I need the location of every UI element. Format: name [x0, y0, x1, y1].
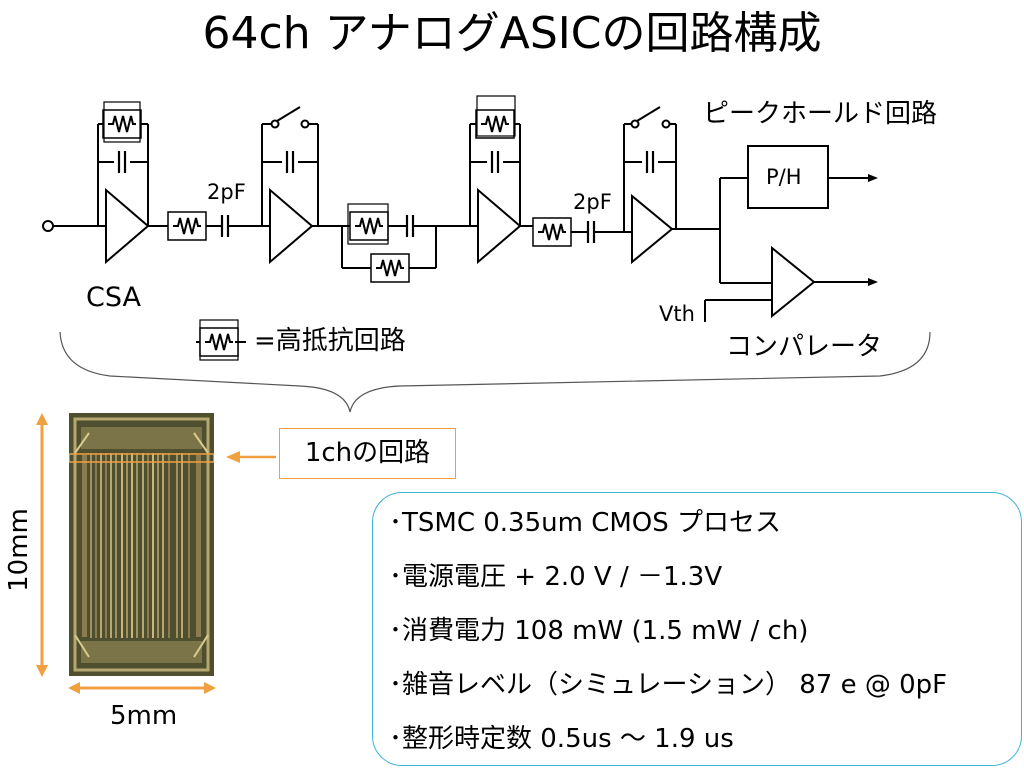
ph-block-label: P/H — [766, 165, 802, 189]
spec-process: ･TSMC 0.35um CMOS プロセス — [389, 508, 782, 538]
comparator-label: コンパレータ — [726, 332, 883, 362]
chip-photo — [69, 413, 214, 676]
capacitor-label-1: 2pF — [207, 180, 246, 204]
amplifier-stage-2 — [261, 106, 342, 265]
csa-label: CSA — [86, 282, 141, 313]
amplifier-stage-3 — [469, 95, 522, 265]
csa-amplifier — [97, 101, 150, 265]
chip-width-label: 5mm — [110, 701, 178, 731]
legend-resistor-symbol — [196, 319, 246, 361]
series-resistor-1 — [167, 211, 207, 241]
channel-callout: 1chの回路 — [279, 428, 456, 479]
spec-power-consumption: ･消費電力 108 mW (1.5 mW / ch) — [389, 616, 809, 646]
circuit-diagram — [42, 95, 931, 413]
spec-supply-voltage: ･電源電圧 + 2.0 V / －1.3V — [389, 562, 723, 592]
capacitor-label-2: 2pF — [573, 190, 612, 214]
grouping-brace — [59, 331, 931, 413]
input-terminal — [42, 220, 54, 232]
chip-height-label: 10mm — [4, 508, 34, 592]
comparator-symbol — [771, 245, 816, 319]
vth-label: Vth — [659, 302, 695, 326]
spec-shaping-time: ･整形時定数 0.5us ～ 1.9 us — [389, 724, 734, 754]
series-resistor-2 — [532, 217, 572, 247]
spec-noise-level: ･雑音レベル（シミュレーション） 87 e @ 0pF — [389, 670, 948, 700]
peak-hold-label: ピークホールド回路 — [703, 99, 938, 129]
amplifier-stage-4 — [623, 106, 720, 265]
parallel-filter-network — [341, 203, 478, 283]
page-title: 64ch アナログASICの回路構成 — [202, 8, 822, 59]
legend-text: =高抵抗回路 — [254, 326, 406, 356]
coupling-capacitor-1 — [220, 213, 230, 239]
coupling-capacitor-2 — [586, 219, 596, 245]
spec-box: ･TSMC 0.35um CMOS プロセス ･電源電圧 + 2.0 V / －… — [372, 492, 1022, 766]
